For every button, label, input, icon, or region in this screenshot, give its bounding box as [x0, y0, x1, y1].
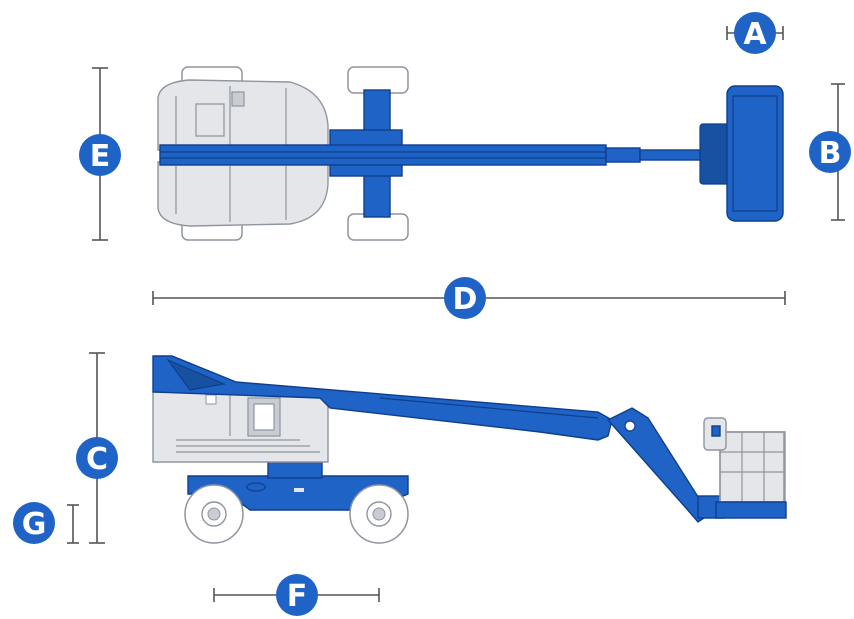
side-view-door-window — [253, 403, 275, 431]
side-view-vent — [205, 394, 217, 405]
dimension-b-badge — [809, 131, 851, 173]
top-view-platform-rail — [732, 95, 778, 212]
dimension-f-badge — [276, 574, 318, 616]
side-view-turret-grille — [176, 392, 320, 453]
dimension-b: B — [809, 83, 851, 221]
top-view-engine-hatch — [195, 103, 225, 137]
top-view-boom-extension — [605, 147, 641, 163]
side-view-turntable — [267, 461, 323, 479]
top-view-platform-rotator — [699, 123, 731, 185]
dimension-f: F — [213, 574, 380, 616]
dimension-g-label: G — [22, 507, 47, 542]
dimension-g-badge — [13, 502, 55, 544]
dimension-d-badge — [444, 277, 486, 319]
dimension-g: G — [13, 502, 79, 544]
dimension-e: E — [79, 67, 121, 241]
top-view-platform — [726, 85, 784, 222]
dimension-c-badge — [76, 437, 118, 479]
side-view-console-panel — [711, 425, 721, 437]
dimension-b-label: B — [819, 136, 842, 171]
top-view-control-box — [231, 91, 245, 107]
side-view-rear-hub-center — [207, 507, 221, 521]
top-view-main-boom — [159, 144, 607, 166]
side-view-front-hub-center — [372, 507, 386, 521]
dimension-f-label: F — [287, 579, 308, 614]
dimension-c-label: C — [86, 442, 108, 477]
dimension-a-label: A — [743, 17, 767, 52]
top-view-turret-panel-lines — [175, 86, 287, 222]
dimension-e-label: E — [90, 139, 111, 174]
dimension-e-badge — [79, 134, 121, 176]
top-view-front-tire-bottom — [347, 213, 409, 241]
side-view-boom-pivot — [166, 358, 227, 391]
top-view-turret-upper — [157, 79, 329, 151]
side-view-boom-line — [379, 397, 599, 419]
side-view-basket-frame — [719, 431, 786, 503]
side-view-jib — [606, 407, 711, 523]
top-view-turret-lower — [157, 161, 329, 227]
side-view — [152, 355, 787, 544]
dimension-a-badge — [734, 12, 776, 54]
top-view — [157, 66, 784, 241]
side-view-jib-pivot — [624, 420, 636, 432]
top-view-jib — [639, 149, 701, 161]
side-view-basket-mesh — [720, 432, 784, 502]
dimension-d-label: D — [453, 282, 478, 317]
dimension-d: D — [152, 277, 786, 319]
side-view-chassis-plate — [294, 488, 304, 492]
top-view-front-tire-top — [347, 66, 409, 94]
side-view-chassis-detail — [246, 482, 266, 492]
top-view-boom-lines — [160, 151, 606, 159]
side-view-basket-floor — [715, 501, 787, 519]
dimension-c: C — [76, 352, 118, 544]
dimension-a: A — [726, 12, 784, 54]
